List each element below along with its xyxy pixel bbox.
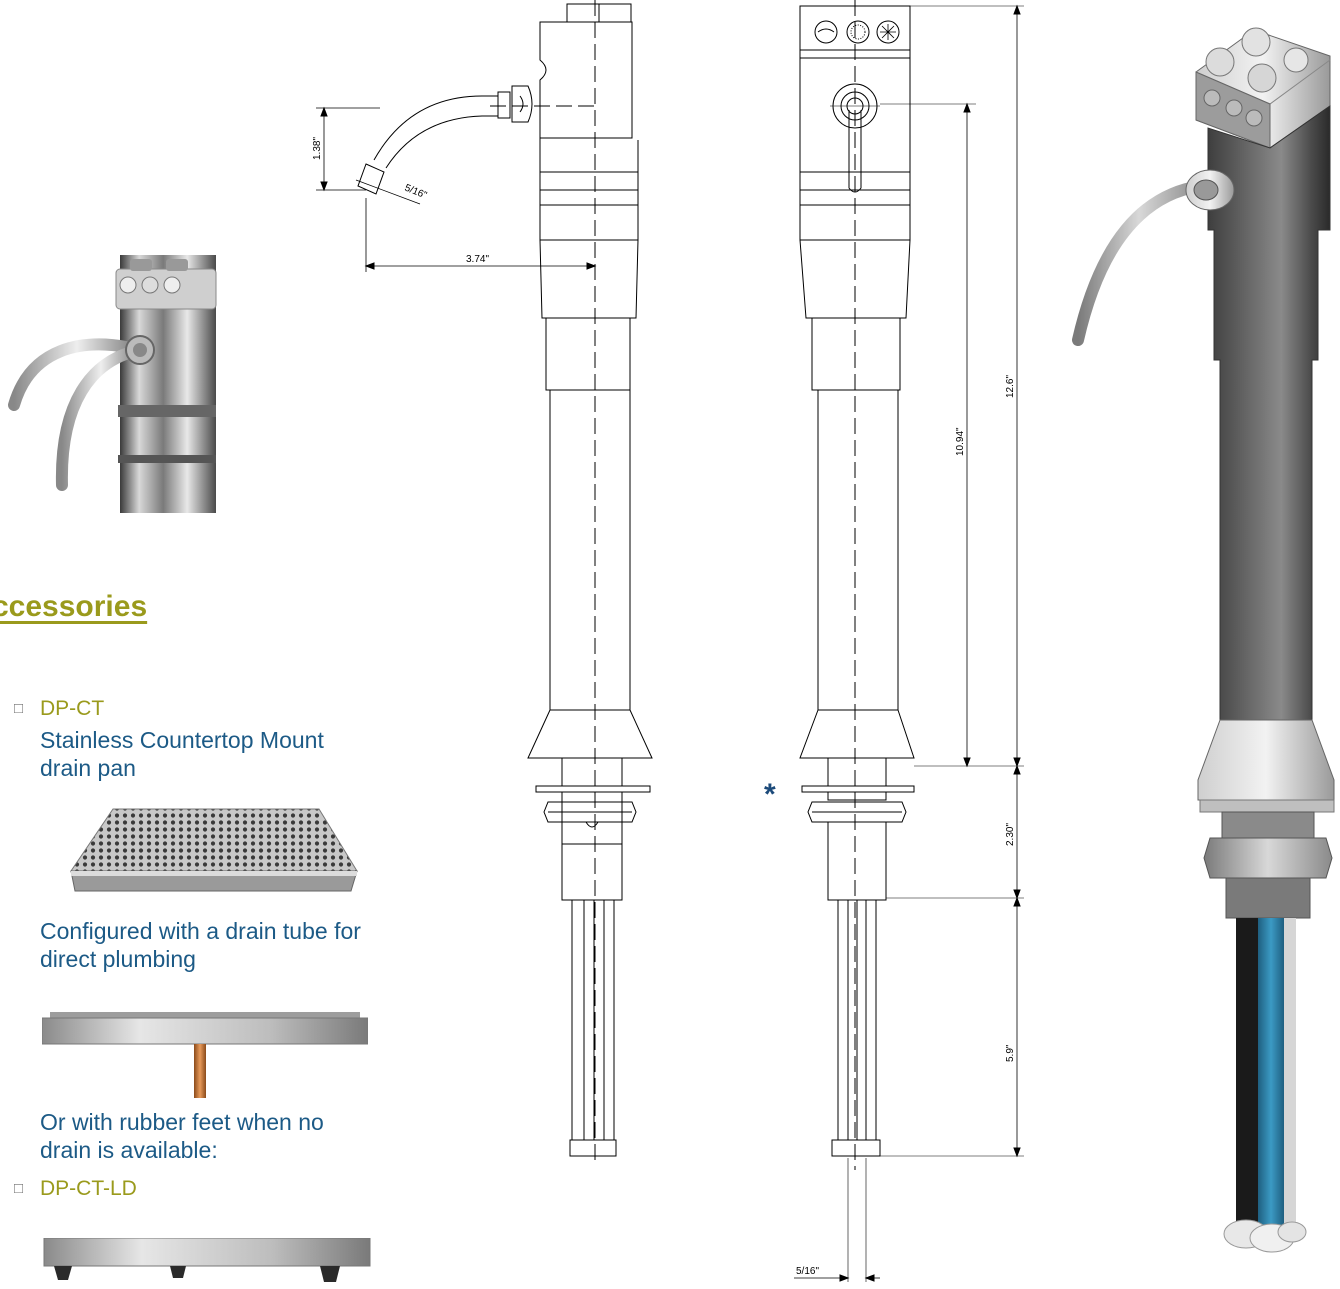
front-view — [794, 0, 1024, 1282]
dimension-spout-drop: 1.38" — [312, 137, 323, 160]
dimension-shank-length: 2.30" — [1005, 823, 1016, 846]
accessory-code: DP-CT — [40, 697, 105, 720]
accessory-option-dp-ct[interactable]: □ DP-CT — [14, 697, 104, 721]
drain-pan-with-tube-photo — [42, 1012, 368, 1098]
drain-pan-perforated-photo — [70, 808, 358, 892]
faucet-3d-render — [1072, 27, 1335, 1253]
checkbox-icon[interactable]: □ — [14, 1180, 24, 1197]
dimension-total-height: 12.6" — [1005, 375, 1016, 398]
rubber-feet-note: Or with rubber feet when no drain is ava… — [40, 1109, 324, 1163]
accessory-code: DP-CT-LD — [40, 1177, 137, 1200]
dimension-spout-reach: 3.74" — [466, 254, 489, 265]
faucet-closeup-photo — [8, 255, 217, 513]
accessories-heading: ccessories — [0, 590, 148, 623]
drain-pan-rubber-feet-photo — [43, 1238, 371, 1282]
dimension-tube-diameter: 5/16" — [796, 1266, 819, 1277]
dimension-body-height: 10.94" — [955, 427, 966, 456]
asterisk-marker: * — [764, 778, 776, 811]
technical-drawing: 1.38" 5/16" 3.74" 10.94" 12.6" 2.30" 5.9… — [312, 0, 1024, 1282]
side-view — [316, 0, 653, 1160]
accessory-option-dp-ct-ld[interactable]: □ DP-CT-LD — [14, 1177, 137, 1201]
drain-tube-note: Configured with a drain tube for direct … — [40, 918, 361, 972]
checkbox-icon[interactable]: □ — [14, 700, 24, 717]
accessory-description: Stainless Countertop Mount drain pan — [40, 727, 324, 781]
dimension-tube-length: 5.9" — [1005, 1044, 1016, 1062]
